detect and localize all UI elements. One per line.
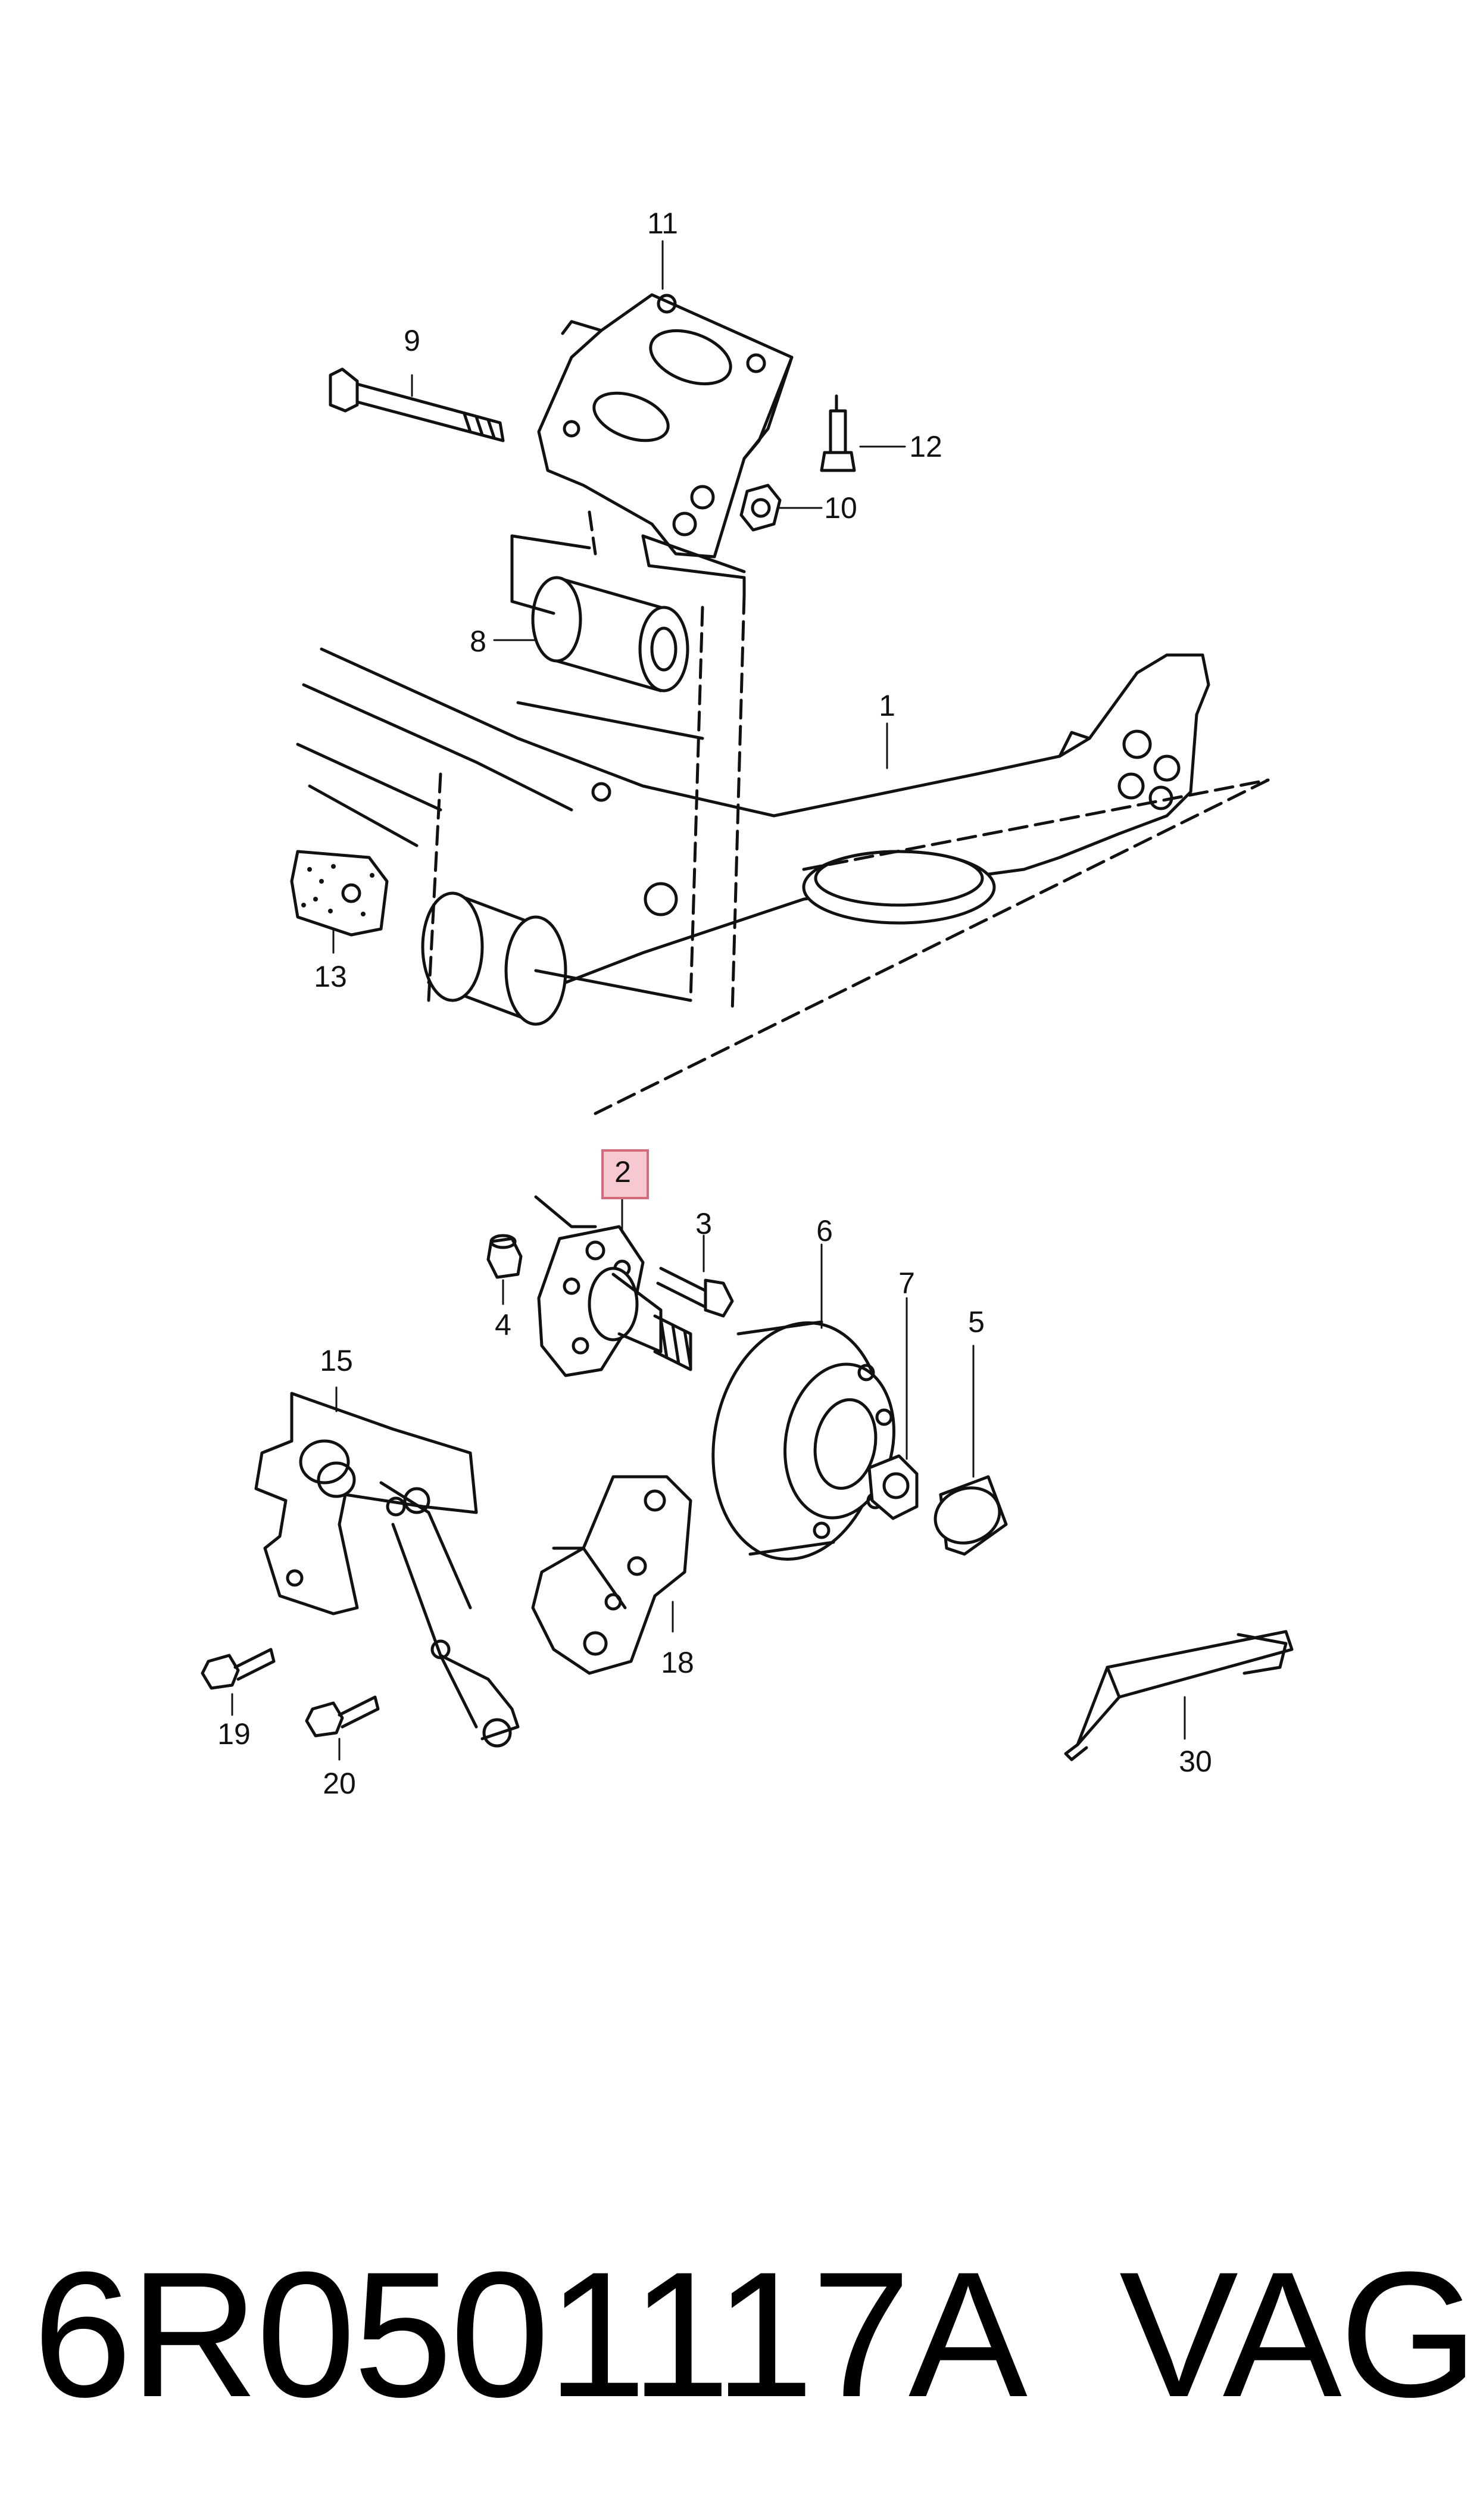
hub-nut-part-7 — [867, 1454, 919, 1520]
beam-bushing — [421, 891, 567, 1026]
grease-tube-part-30 — [1064, 1630, 1294, 1761]
stub-axle-part-2 — [534, 1195, 692, 1377]
highlight-box-part-2 — [601, 1149, 649, 1199]
callout-5: 5 — [968, 1305, 985, 1339]
bump-stop-part-13 — [290, 850, 389, 937]
callout-20: 20 — [323, 1767, 356, 1800]
wheel-hub-part-6 — [711, 1320, 895, 1561]
bolt-part-19 — [201, 1648, 276, 1690]
callout-2: 2 — [614, 1155, 631, 1189]
long-bolt-part-9 — [329, 367, 505, 442]
callout-8: 8 — [470, 625, 486, 658]
dashed-assembly-lines — [427, 510, 1270, 1115]
hub-cap-part-5 — [933, 1475, 1008, 1556]
callout-30: 30 — [1179, 1745, 1212, 1778]
callout-6: 6 — [816, 1214, 833, 1247]
callout-15: 15 — [320, 1344, 353, 1377]
bushing-part-8 — [531, 576, 689, 693]
small-bolt-part-12 — [820, 394, 856, 472]
callout-1: 1 — [879, 689, 895, 722]
solid-assembly-lines — [510, 534, 746, 1002]
part-number: 6R0501117A — [33, 2234, 1028, 2434]
mounting-bracket-part-11 — [537, 293, 794, 559]
brand-label: VAG — [1119, 2234, 1478, 2434]
nut-part-10 — [739, 484, 782, 532]
callout-10: 10 — [824, 491, 857, 525]
callout-9: 9 — [404, 324, 420, 357]
callout-13: 13 — [314, 960, 347, 993]
bracket-part-18 — [531, 1475, 692, 1675]
callout-18: 18 — [661, 1646, 694, 1679]
bolt-part-20 — [305, 1695, 380, 1738]
callout-11: 11 — [647, 207, 678, 240]
plug-part-4 — [486, 1234, 523, 1279]
callout-12: 12 — [909, 430, 942, 463]
leader-lines — [231, 240, 1186, 1761]
callout-19: 19 — [217, 1717, 251, 1751]
callout-7: 7 — [898, 1267, 915, 1300]
brake-bracket-part-15 — [254, 1392, 520, 1748]
callout-3: 3 — [695, 1207, 712, 1240]
bolt-part-3 — [656, 1267, 734, 1318]
callout-4: 4 — [495, 1308, 511, 1342]
